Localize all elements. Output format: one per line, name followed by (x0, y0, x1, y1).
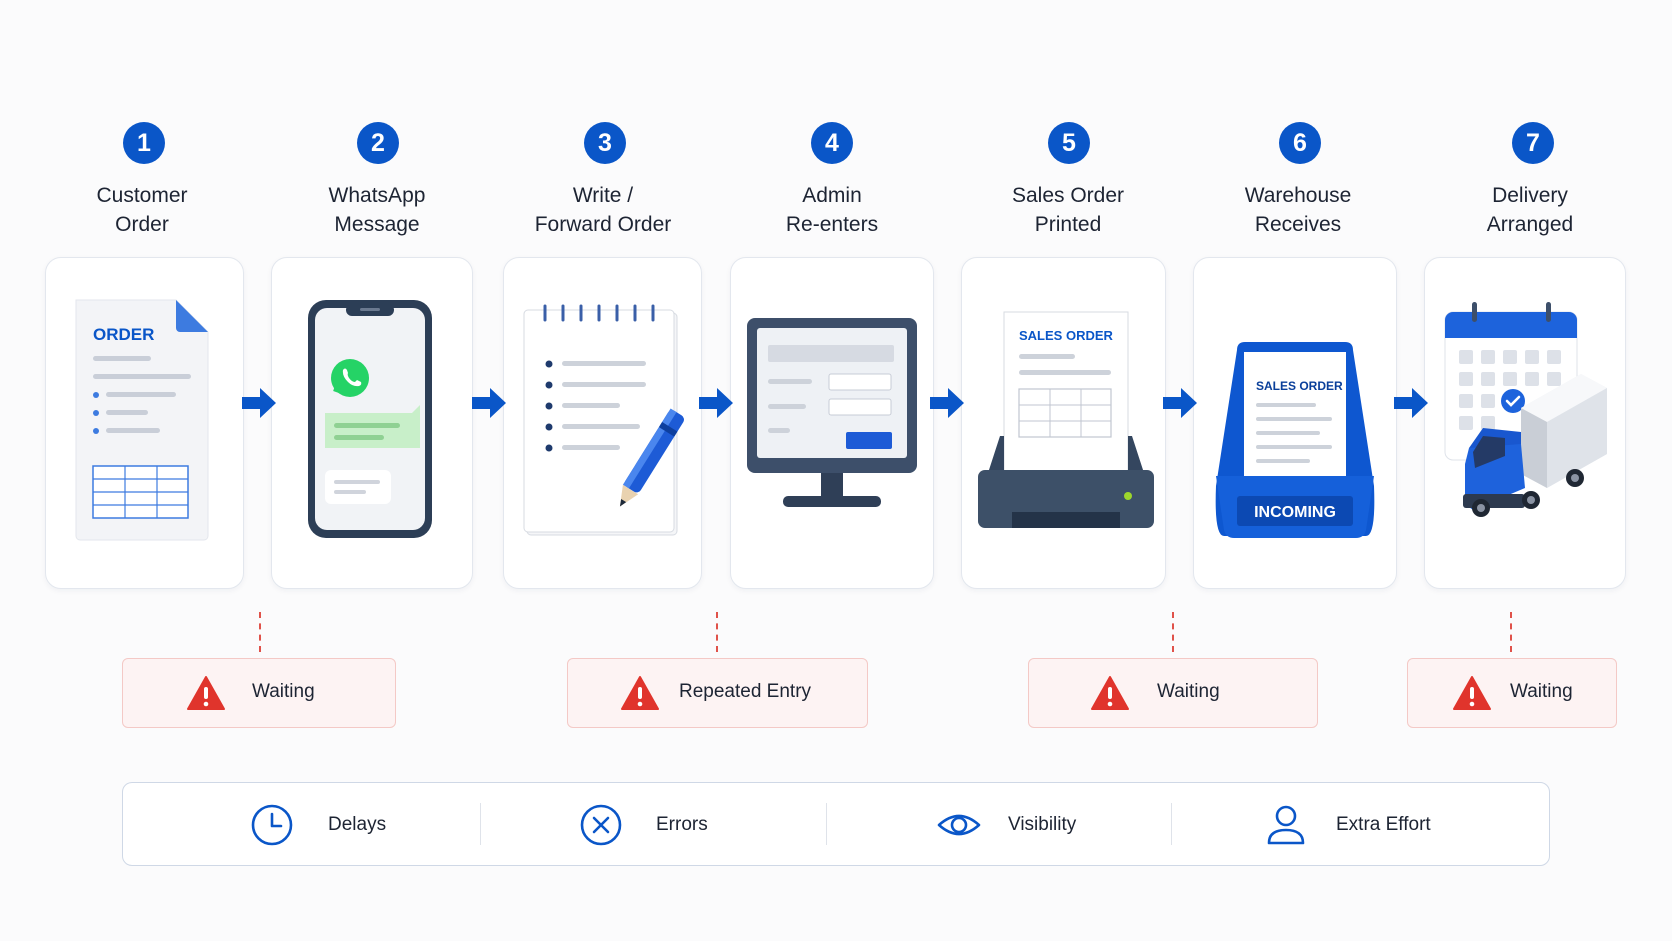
arrow-right-icon (930, 388, 964, 418)
legend-divider (1171, 803, 1172, 845)
step-7-card (1424, 257, 1626, 589)
warning-box-2: Repeated Entry (567, 658, 868, 728)
step-4-number: 4 (811, 122, 853, 164)
arrow-right-icon (699, 388, 733, 418)
warning-label: Waiting (1510, 681, 1573, 702)
pen-icon (619, 408, 684, 507)
legend-panel: Delays Errors Visibility Extra Effort (122, 782, 1550, 866)
arrow-right-icon (1163, 388, 1197, 418)
warning-box-4: Waiting (1407, 658, 1617, 728)
printer-paper-heading: SALES ORDER (1019, 328, 1114, 343)
monitor-form-icon (747, 318, 917, 507)
order-doc-heading: ORDER (93, 325, 154, 344)
eye-icon (937, 814, 981, 836)
step-1-card: ORDER (45, 257, 244, 589)
legend-divider (480, 803, 481, 845)
warning-triangle-icon (621, 676, 659, 710)
clock-icon (251, 804, 293, 846)
warning-box-1: Waiting (122, 658, 396, 728)
step-6-card: SALES ORDER INCOMING (1193, 257, 1397, 589)
legend-divider (826, 803, 827, 845)
user-icon (1267, 805, 1305, 845)
warning-connector (1510, 612, 1512, 652)
warning-box-3: Waiting (1028, 658, 1318, 728)
warning-triangle-icon (187, 676, 225, 710)
warning-triangle-icon (1453, 676, 1491, 710)
step-3-card (503, 257, 702, 589)
step-5-number: 5 (1048, 122, 1090, 164)
incoming-tray-icon: SALES ORDER INCOMING (1215, 342, 1375, 538)
tray-paper-heading: SALES ORDER (1256, 379, 1343, 393)
warning-connector (1172, 612, 1174, 652)
tray-label: INCOMING (1254, 504, 1336, 521)
step-5-card: SALES ORDER (961, 257, 1166, 589)
step-7-number: 7 (1512, 122, 1554, 164)
warning-label: Repeated Entry (679, 681, 812, 702)
step-4-card (730, 257, 934, 589)
order-document-icon: ORDER (75, 299, 209, 541)
calendar-truck-icon (1444, 302, 1607, 517)
step-1-number: 1 (123, 122, 165, 164)
truck-icon (1463, 374, 1607, 517)
arrow-right-icon (1394, 388, 1428, 418)
step-3-number: 3 (584, 122, 626, 164)
step-6-number: 6 (1279, 122, 1321, 164)
warning-triangle-icon (1091, 676, 1129, 710)
warning-connector (716, 612, 718, 652)
printer-icon: SALES ORDER (978, 311, 1154, 528)
warning-label: Waiting (252, 681, 315, 702)
step-2-number: 2 (357, 122, 399, 164)
step-2-card (271, 257, 473, 589)
notepad-pen-icon (523, 304, 684, 536)
phone-whatsapp-icon (308, 300, 432, 538)
legend-label-delays: Delays (328, 814, 387, 835)
x-circle-icon (580, 804, 622, 846)
warning-label: Waiting (1157, 681, 1220, 702)
legend-label-errors: Errors (656, 814, 708, 835)
legend-label-visibility: Visibility (1008, 814, 1077, 835)
warning-connector (259, 612, 261, 652)
step-3-title: Write /Forward Order (534, 184, 672, 236)
arrow-right-icon (242, 388, 276, 418)
arrow-right-icon (472, 388, 506, 418)
legend-label-extra-effort: Extra Effort (1336, 814, 1431, 835)
